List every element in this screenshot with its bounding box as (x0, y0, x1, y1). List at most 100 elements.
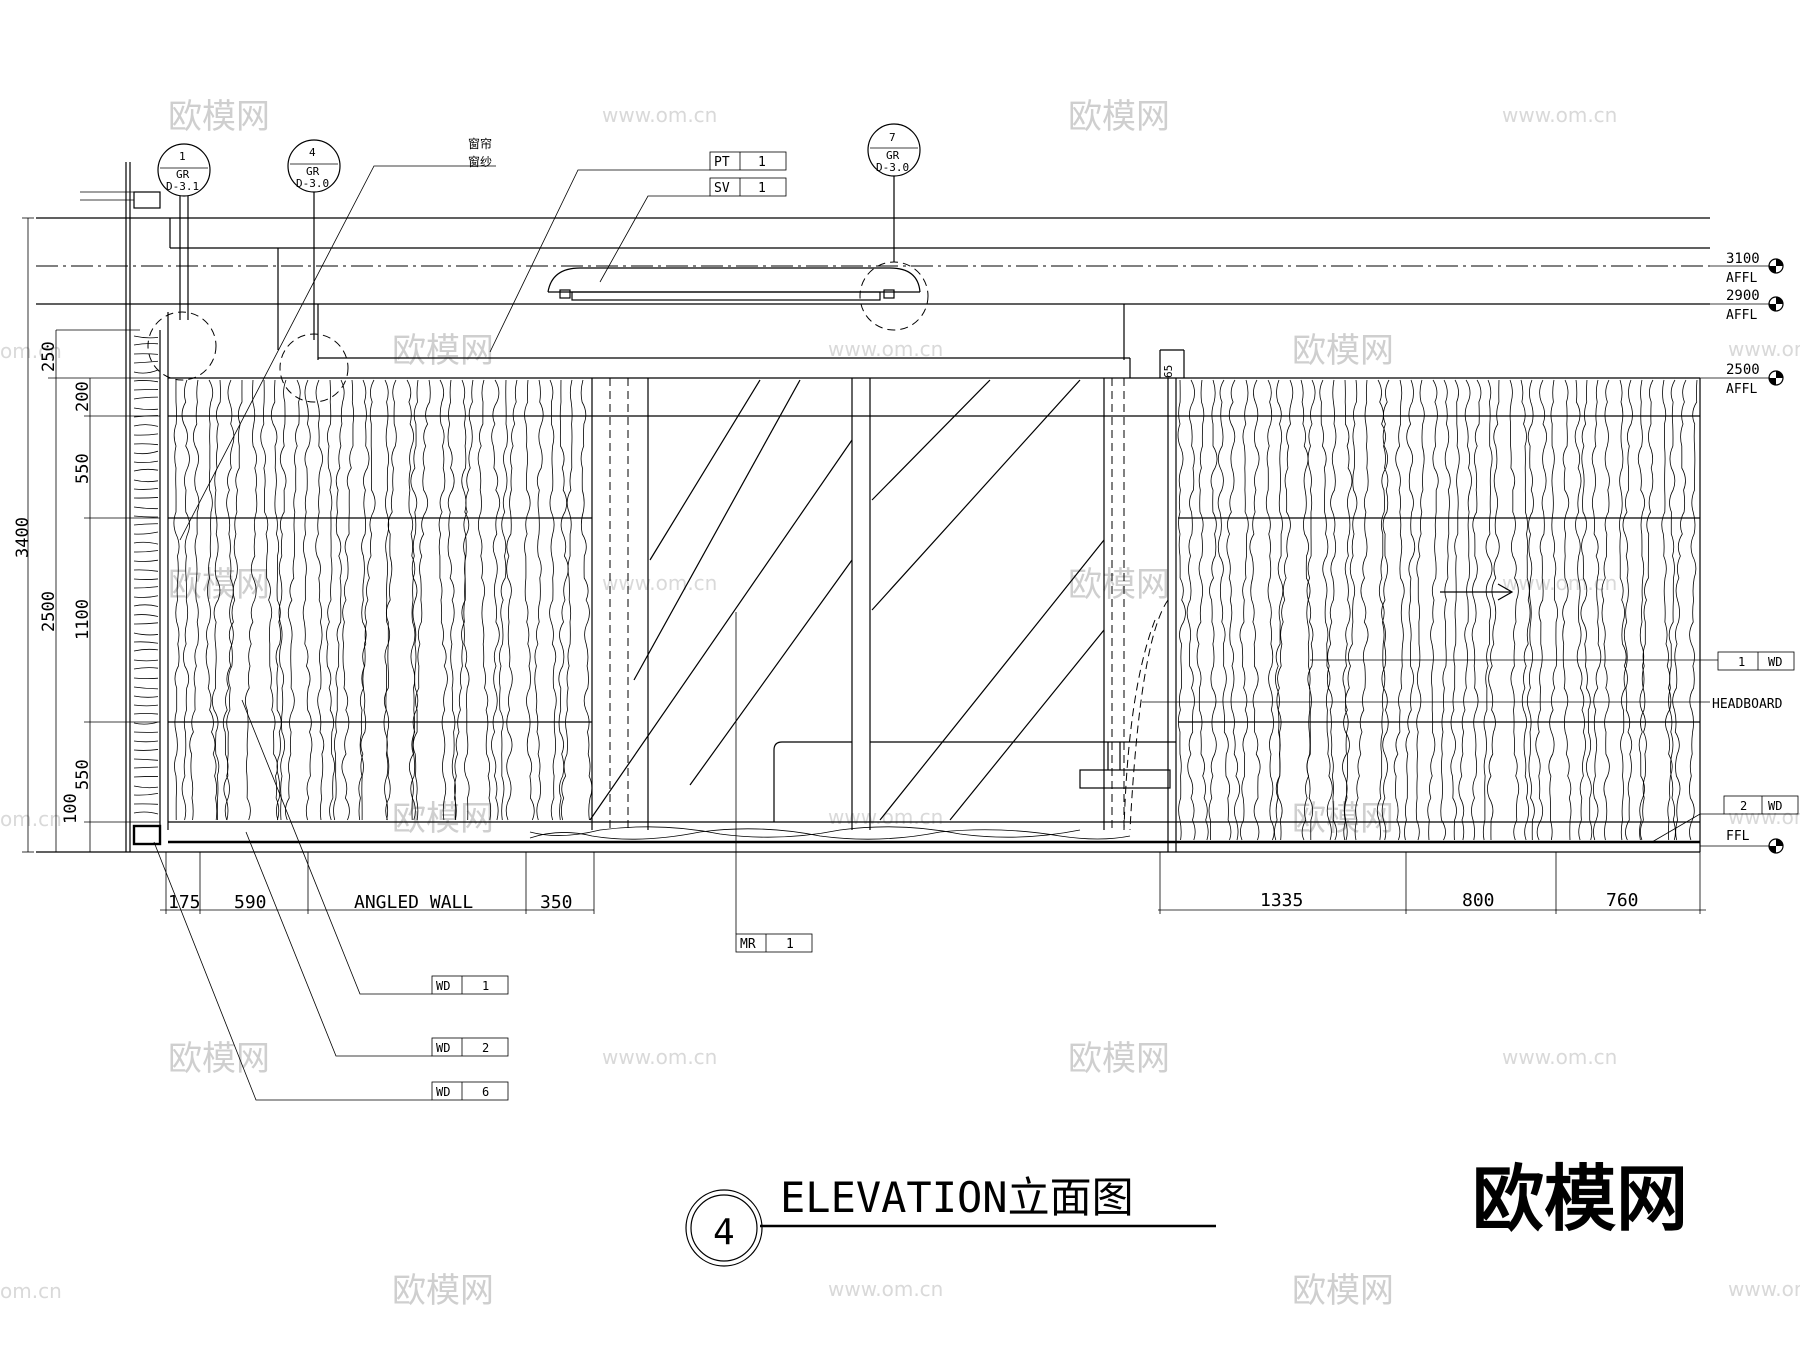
wood-grain-line (244, 379, 258, 821)
wood-grain-line (1535, 379, 1548, 841)
wood-grain-line (454, 379, 470, 821)
dim-upper-panel: 550 (73, 453, 93, 484)
arrow-icon (1440, 583, 1514, 601)
wood-grain-line (1661, 379, 1676, 841)
dim-590: 590 (234, 892, 267, 913)
svg-text:3100: 3100 (1726, 251, 1760, 267)
watermark-brand: 欧模网 (168, 1039, 270, 1079)
svg-text:D-3.1: D-3.1 (166, 180, 199, 193)
watermark-url: www.om.cn (1502, 571, 1617, 595)
edge-grain-line (133, 695, 159, 698)
edge-grain-line (133, 424, 159, 427)
wood-grain-line (1208, 379, 1218, 841)
watermark-brand: 欧模网 (1292, 799, 1394, 839)
level-lines (36, 265, 1710, 305)
watermark-url: www.om.cn (602, 1045, 717, 1069)
edge-grain-line (133, 749, 159, 751)
svg-text:窗纱: 窗纱 (468, 155, 492, 169)
edge-grain-line (133, 713, 159, 715)
watermark-url: www.om.cn (828, 805, 943, 829)
wood-grain-line (173, 379, 180, 821)
dim-800: 800 (1462, 890, 1495, 911)
watermark-brand: 欧模网 (392, 799, 494, 839)
svg-text:6: 6 (482, 1085, 489, 1099)
wood-grain-line (1265, 379, 1275, 841)
svg-text:WD: WD (436, 1085, 450, 1099)
svg-text:SV: SV (714, 181, 730, 196)
wood-grain-line (358, 379, 370, 821)
edge-grain-line (133, 443, 159, 446)
material-tag-wd1-left: WD 1 (241, 699, 509, 995)
wood-grain-line (1326, 379, 1338, 841)
watermark-brand: 欧模网 (168, 97, 270, 137)
svg-text:1: 1 (758, 155, 766, 170)
edge-grain-line (133, 622, 159, 625)
edge-grain-line (133, 766, 159, 769)
wood-grain-line (1665, 379, 1676, 841)
wood-grain-line (580, 379, 593, 821)
svg-text:2500: 2500 (1726, 362, 1760, 378)
svg-text:AFFL: AFFL (1726, 382, 1757, 397)
wood-grain-line (359, 379, 376, 821)
wood-grain-line (1377, 379, 1389, 841)
edge-grain-line (133, 488, 159, 490)
edge-grain-line (133, 523, 159, 526)
dim-wall-height: 2500 (39, 591, 59, 632)
dim-angled-wall: ANGLED WALL (354, 892, 473, 913)
edge-grain-line (133, 433, 159, 436)
wood-grain-line (1186, 379, 1196, 841)
edge-grain-line (133, 740, 159, 743)
wood-grain-line (189, 379, 200, 821)
wood-grain-line (205, 379, 218, 821)
dim-ceiling-drop: 250 (39, 341, 59, 372)
wood-grain-line (270, 379, 282, 821)
watermark-short: om.cn (0, 807, 62, 831)
material-tag-wd2-left: WD 2 (245, 831, 509, 1057)
wood-grain-line (438, 379, 448, 821)
material-tag-mr1: MR 1 (735, 612, 813, 953)
edge-grain-line (133, 468, 159, 472)
material-tag-wd2-right: 2 WD (1651, 795, 1799, 843)
edge-grain-line (133, 407, 159, 410)
section-tag-7: 7 GR D-3.0 (859, 123, 929, 331)
dimension-horizontal: 175 590 ANGLED WALL 350 1335 800 760 (160, 852, 1706, 914)
level-marker-2900: 2900 AFFL (1710, 288, 1784, 323)
edge-grain-line (133, 667, 159, 670)
svg-text:1: 1 (1738, 655, 1745, 669)
watermark-url: www.om.cn (828, 337, 943, 361)
wood-grain-line (1562, 379, 1572, 841)
svg-text:AFFL: AFFL (1726, 308, 1757, 323)
edge-grain-line (133, 343, 159, 346)
wood-grain-line (1574, 379, 1586, 841)
wood-grain-line (181, 379, 190, 821)
wood-grain-line (524, 379, 535, 821)
dim-1335: 1335 (1260, 890, 1303, 911)
wood-grain-line (1404, 379, 1416, 841)
svg-text:GR: GR (886, 149, 900, 162)
wood-grain-line (341, 379, 355, 821)
svg-text:AFFL: AFFL (1726, 271, 1757, 286)
wood-grain-line (549, 379, 557, 821)
wood-grain-line (1689, 379, 1698, 841)
edge-grain-line (133, 360, 159, 364)
wood-grain-line (1487, 379, 1500, 841)
edge-grain-line (133, 506, 159, 510)
svg-text:WD: WD (436, 1041, 450, 1055)
edge-grain-line (133, 785, 159, 789)
edge-grain-line (133, 758, 159, 761)
edge-grain-line (133, 704, 159, 707)
edge-grain-line (133, 632, 159, 636)
wood-grain-line (558, 379, 569, 821)
edge-grain-line (133, 677, 159, 680)
edge-grain-line (133, 776, 159, 778)
wood-grain-line (1427, 379, 1439, 841)
svg-text:WD: WD (1768, 655, 1782, 669)
wood-grain-line (491, 379, 501, 821)
wood-grain-line (222, 379, 235, 821)
wood-grain-line (1196, 379, 1209, 841)
svg-text:窗帘: 窗帘 (468, 136, 492, 151)
svg-text:4: 4 (309, 146, 316, 159)
curtain-callout: 窗帘 窗纱 (179, 136, 496, 541)
watermark-url: www.om.cn (1728, 1277, 1800, 1301)
